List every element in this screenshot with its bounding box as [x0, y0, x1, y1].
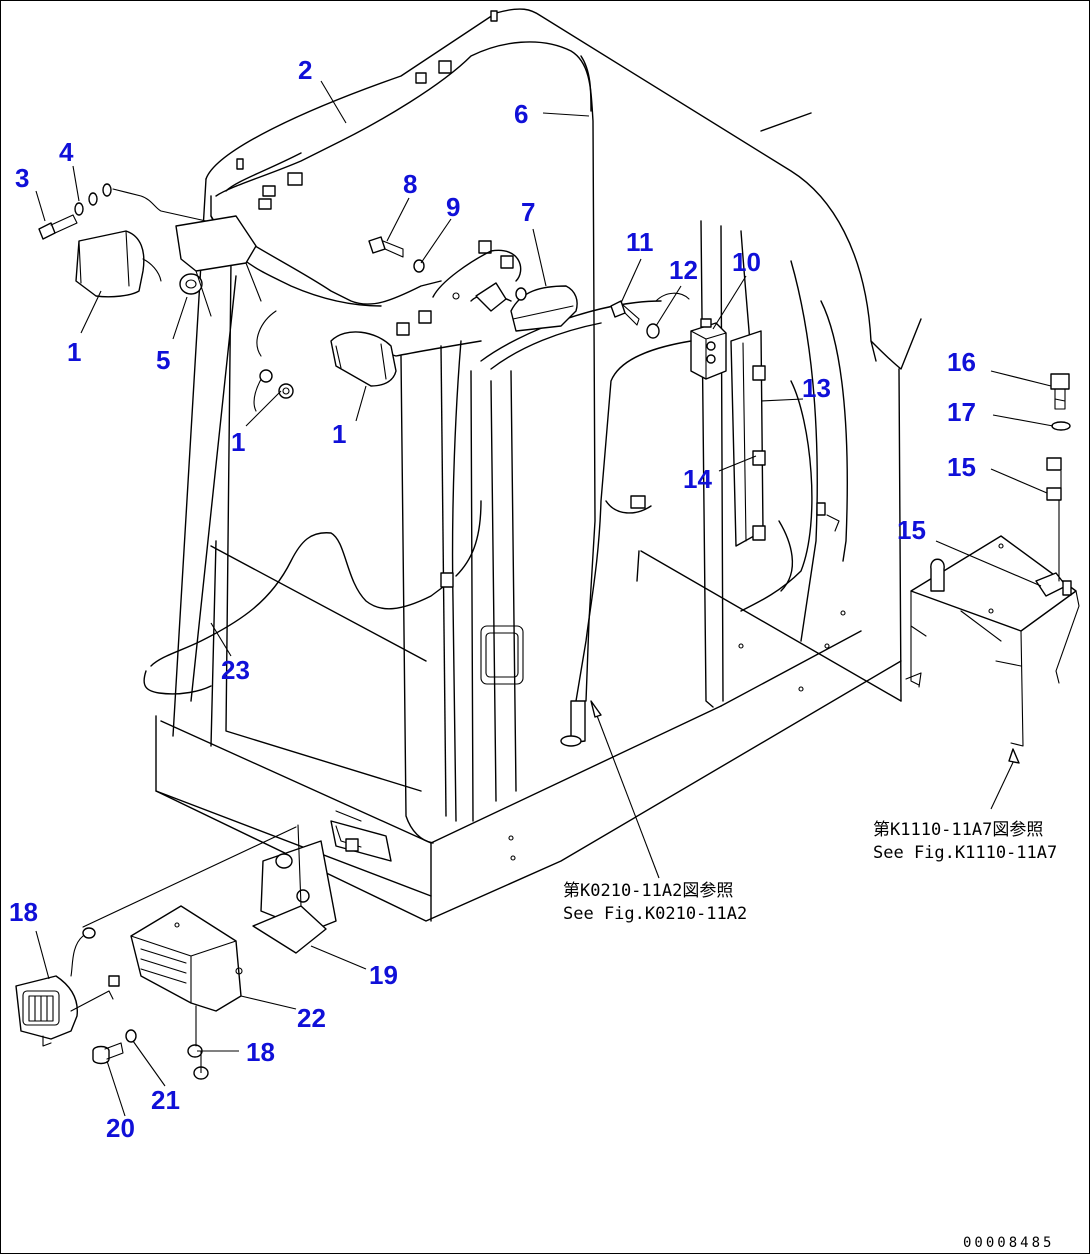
cab-structure: [155, 8, 922, 922]
reference-a-english: See Fig.K0210-11A2: [563, 904, 747, 924]
lamp-bracket-7: [452, 282, 527, 312]
spacer-5: [179, 273, 203, 295]
leader-lines: [35, 80, 1054, 1117]
bolt-8: [368, 236, 404, 258]
callout-5: 5: [156, 345, 170, 375]
callout-20: 20: [106, 1113, 135, 1143]
callout-11: 11: [626, 227, 654, 257]
room-lamp: [510, 285, 578, 332]
callout-17: 17: [947, 397, 976, 427]
callout-7: 7: [521, 197, 535, 227]
bracket-15: [905, 535, 1080, 747]
nut-set-lower-left: [259, 369, 294, 399]
callout-18-lamp: 18: [9, 897, 38, 927]
callout-6: 6: [514, 99, 528, 129]
callout-23: 23: [221, 655, 250, 685]
callout-1-front-lamp: 1: [332, 419, 346, 449]
callout-15-bracket: 15: [897, 515, 926, 545]
work-lamp-18: [15, 927, 120, 1047]
callout-1-left-lamp: 1: [67, 337, 81, 367]
lamp-mount-bracket: [175, 215, 277, 412]
harness-13: [572, 330, 840, 740]
switch-10: [690, 318, 727, 380]
washer-9: [413, 259, 425, 273]
callout-22: 22: [297, 1003, 326, 1033]
reference-b-japanese: 第K1110-11A7図参照: [873, 820, 1043, 840]
nut-set-18-lower: [187, 1005, 209, 1080]
cross-references: 第K0210-11A2図参照 See Fig.K0210-11A2 第K1110…: [563, 820, 1057, 924]
reference-a-japanese: 第K0210-11A2図参照: [563, 881, 733, 901]
callout-3: 3: [15, 163, 29, 193]
callout-10: 10: [732, 247, 761, 277]
callout-9: 9: [446, 192, 460, 222]
clip-15: [1046, 457, 1062, 582]
reference-b-english: See Fig.K1110-11A7: [873, 843, 1057, 863]
roof-harness: [210, 10, 596, 702]
callout-19: 19: [369, 960, 398, 990]
callout-2: 2: [298, 55, 312, 85]
callout-labels: 1 1 1 2 3 4 5 6 7 8 9 10 11 12 13 14 15 …: [9, 55, 976, 1143]
callout-16: 16: [947, 347, 976, 377]
callout-21: 21: [151, 1085, 180, 1115]
washer-4: [74, 183, 112, 216]
lamp-bracket-line: [112, 188, 207, 222]
harness-23: [143, 500, 482, 695]
callout-12: 12: [669, 255, 698, 285]
callout-13: 13: [802, 373, 831, 403]
work-lamp-left: [75, 230, 162, 298]
bolt-3: [38, 214, 78, 240]
harness-6-end: [560, 700, 586, 747]
callout-1-nut-set: 1: [231, 427, 245, 457]
document-number: 00008485: [963, 1235, 1054, 1251]
washer-17: [1051, 421, 1071, 431]
callout-4: 4: [59, 137, 74, 167]
lamp-guard-22: [130, 905, 243, 1012]
washer-12: [646, 323, 660, 339]
callout-8: 8: [403, 169, 417, 199]
bolt-20: [92, 1042, 124, 1065]
base-plate-mount: [330, 810, 392, 862]
callout-14: 14: [683, 464, 712, 494]
callout-18-nuts: 18: [246, 1037, 275, 1067]
callout-15-clip: 15: [947, 452, 976, 482]
harness-loop-12: [655, 292, 690, 302]
lower-bracket-19: [82, 824, 337, 954]
washer-21: [125, 1029, 137, 1043]
bolt-16: [1050, 373, 1070, 410]
work-lamp-front: [330, 331, 397, 387]
bolt-11: [610, 300, 640, 326]
